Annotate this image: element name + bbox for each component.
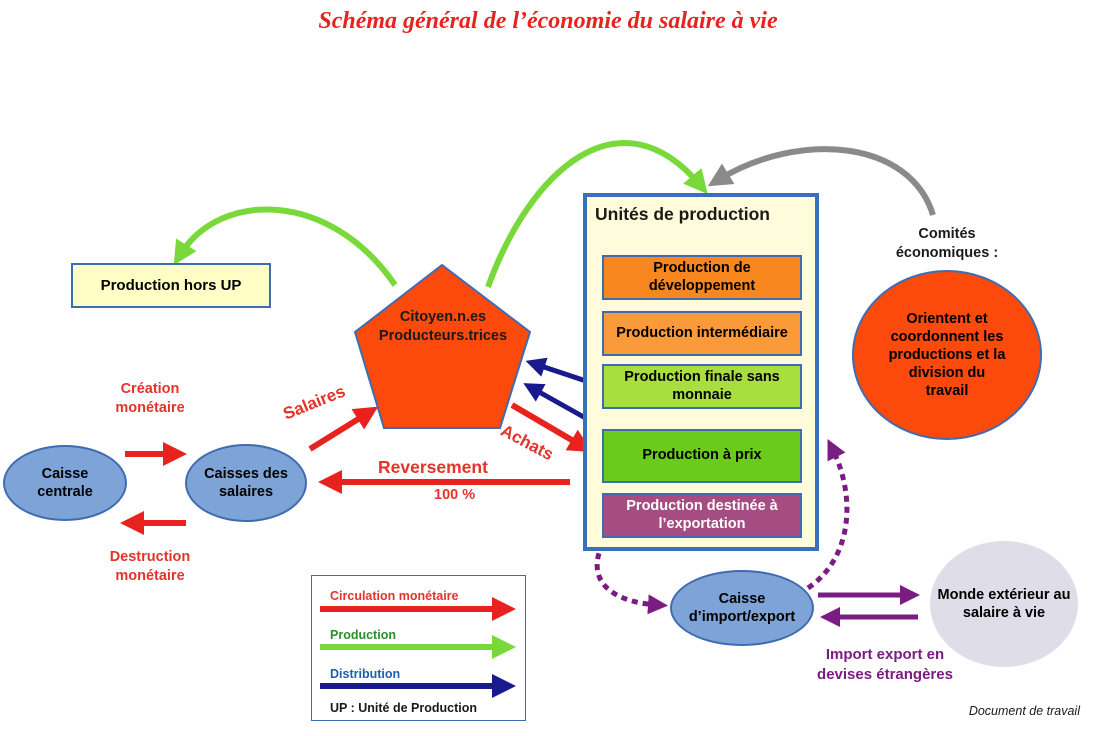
- caisses-salaires-label: Caisses des salaires: [204, 465, 288, 500]
- prod-developpement-box: Production de développement: [602, 255, 802, 300]
- reversement-label: Reversement: [378, 457, 488, 477]
- comites-label: Comités économiques :: [895, 226, 999, 261]
- arrow-citoyens-to-unites: [485, 140, 708, 289]
- prod-finale-box: Production finale sans monnaie: [602, 364, 802, 409]
- arrow-achats: [510, 402, 593, 453]
- destruction-monetaire-label: Destruction monétaire: [109, 549, 191, 584]
- prod-prix-label: Production à prix: [642, 447, 762, 464]
- legend-box: Circulation monétaire Production Distrib…: [311, 575, 526, 721]
- prod-intermediaire-label: Production intermédiaire: [616, 324, 788, 341]
- prod-intermediaire-box: Production intermédiaire: [602, 311, 802, 356]
- arrow-citoyens-to-hors-up: [173, 206, 398, 287]
- monde-exterieur: Monde extérieur au salaire à vie: [930, 541, 1078, 667]
- legend-production-label: Production: [330, 628, 396, 642]
- import-export-label: Import export en devises étrangères: [817, 646, 953, 683]
- citoyens-label: Citoyen.n.es Producteurs.trices: [378, 309, 508, 344]
- citoyens-pentagon: [353, 263, 532, 429]
- caisses-salaires: Caisses des salaires: [185, 444, 307, 522]
- creation-monetaire-label: Création monétaire: [115, 381, 185, 416]
- caisse-centrale-label: Caisse centrale: [37, 465, 93, 500]
- prod-finale-label: Production finale sans monnaie: [624, 369, 780, 403]
- production-hors-up-label: Production hors UP: [100, 276, 242, 294]
- arrow-export-to-caisse: [594, 541, 668, 615]
- prod-export-label: Production destinée à l’exportation: [626, 498, 778, 532]
- comites-circle: Orientent et coordonnent les productions…: [852, 270, 1042, 440]
- reversement-pct-label: 100 %: [434, 487, 476, 503]
- arrow-comites-to-unites: [707, 146, 936, 216]
- caisse-centrale: Caisse centrale: [3, 445, 127, 521]
- caisse-import-export: Caisse d’import/export: [670, 570, 814, 646]
- legend-arrows: [320, 597, 516, 698]
- prod-developpement-label: Production de développement: [648, 260, 756, 294]
- arrow-caisse-to-unites: [806, 439, 850, 591]
- caisse-import-export-label: Caisse d’import/export: [688, 590, 796, 625]
- legend-circulation-label: Circulation monétaire: [330, 589, 459, 603]
- prod-export-box: Production destinée à l’exportation: [602, 493, 802, 538]
- legend-distribution-label: Distribution: [330, 667, 401, 681]
- diagram-title: Schéma général de l’économie du salaire …: [318, 8, 778, 34]
- comites-circle-label: Orientent et coordonnent les productions…: [888, 310, 1006, 400]
- legend-up-label: UP : Unité de Production: [330, 701, 477, 715]
- footer-note: Document de travail: [968, 704, 1080, 718]
- monde-exterieur-label: Monde extérieur au salaire à vie: [937, 586, 1071, 621]
- prod-prix-box: Production à prix: [602, 429, 802, 483]
- arrow-salaires: [308, 406, 379, 452]
- production-hors-up-box: Production hors UP: [71, 263, 271, 308]
- unites-production-title: Unités de production: [595, 204, 770, 224]
